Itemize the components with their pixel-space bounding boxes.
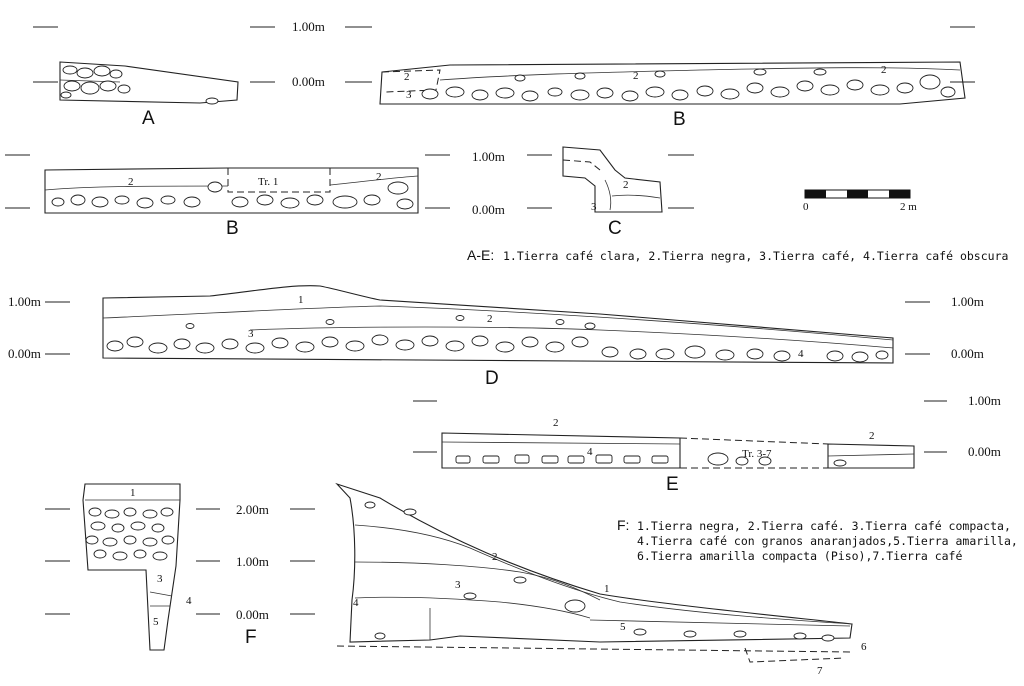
section-f-layer-1: 1 [604,583,610,595]
section-c-elev-1m: 1.00m [472,149,505,164]
section-d-drawing [102,285,894,364]
legend-ae-lead: A-E: [467,247,494,263]
elevation-ticks-c [527,154,694,209]
section-c-elev-0m: 0.00m [472,202,505,217]
section-e-label: E [666,474,679,495]
section-b-top-layer-3: 3 [406,89,412,101]
section-b-top-layer-2a: 2 [404,71,410,83]
section-e-layer-2b: 2 [869,430,875,442]
scale-bar [804,189,911,199]
section-e-elev-1m: 1.00m [968,393,1001,408]
section-f-column-drawing [82,483,181,651]
section-d-layer-3: 3 [248,328,254,340]
section-b-top-drawing [379,61,966,105]
section-b-top-layer-2c: 2 [881,64,887,76]
section-c-layer-2: 2 [623,179,629,191]
elevation-label-1m: 1.00m [292,19,325,34]
elevation-label-0m: 0.00m [292,74,325,89]
scale-bar-end: 2 m [900,201,917,213]
section-f-label: F [245,627,257,648]
section-f-layer-4: 4 [353,597,359,609]
section-b-layer-2b: 2 [376,171,382,183]
legend-f-line3: 6.Tierra amarilla compacta (Piso),7.Tier… [637,549,962,563]
section-b-top-layer-2b: 2 [633,70,639,82]
section-d-layer-4: 4 [798,348,804,360]
elevation-ticks-e [413,400,947,453]
section-d-elev-0m-right: 0.00m [951,346,984,361]
scale-bar-start: 0 [803,201,809,213]
section-f-layer-5: 5 [620,621,626,633]
elevation-ticks-b [5,154,450,209]
legend-f-line1: 1.Tierra negra, 2.Tierra café. 3.Tierra … [637,519,1011,533]
section-e-layer-2a: 2 [553,417,559,429]
section-f-layer-6: 6 [861,641,867,653]
section-d-label: D [485,368,499,389]
section-b-trench-label: Tr. 1 [258,176,278,188]
section-b-drawing [44,167,419,214]
section-e-drawing [441,432,915,469]
elevation-ticks-top [33,26,975,83]
elevation-ticks-f [45,508,315,615]
section-f-layer-7: 7 [817,665,823,677]
section-b-top-label: B [673,109,686,130]
section-b-label: B [226,218,239,239]
section-f-elev-1m: 1.00m [236,554,269,569]
section-e-layer-4: 4 [587,446,593,458]
section-d-layer-1: 1 [298,294,304,306]
section-f-slope-drawing [335,482,853,663]
section-d-elev-0m-left: 0.00m [8,346,41,361]
legend-ae-text: 1.Tierra café clara, 2.Tierra negra, 3.T… [503,249,1008,263]
section-a-label: A [142,108,155,129]
section-d-elev-1m-left: 1.00m [8,294,41,309]
section-d-elev-1m-right: 1.00m [951,294,984,309]
section-f-col-layer-3: 3 [157,573,163,585]
section-c-layer-3: 3 [591,201,597,213]
section-f-layer-3: 3 [455,579,461,591]
section-d-layer-2: 2 [487,313,493,325]
section-f-col-layer-1: 1 [130,487,136,499]
section-f-col-layer-4: 4 [186,595,192,607]
section-f-col-layer-5: 5 [153,616,159,628]
section-b-layer-2a: 2 [128,176,134,188]
section-c-label: C [608,218,622,239]
section-f-layer-2: 2 [492,551,498,563]
legend-f-lead: F: [617,517,629,533]
elevation-ticks-d [45,301,930,355]
section-a-drawing [59,61,239,105]
section-f-elev-0m: 0.00m [236,607,269,622]
section-f-elev-2m: 2.00m [236,502,269,517]
section-c-drawing [562,146,663,213]
section-e-trench-label: Tr. 3-7 [742,448,772,460]
section-e-elev-0m: 0.00m [968,444,1001,459]
legend-f-line2: 4.Tierra café con granos anaranjados,5.T… [637,534,1018,548]
